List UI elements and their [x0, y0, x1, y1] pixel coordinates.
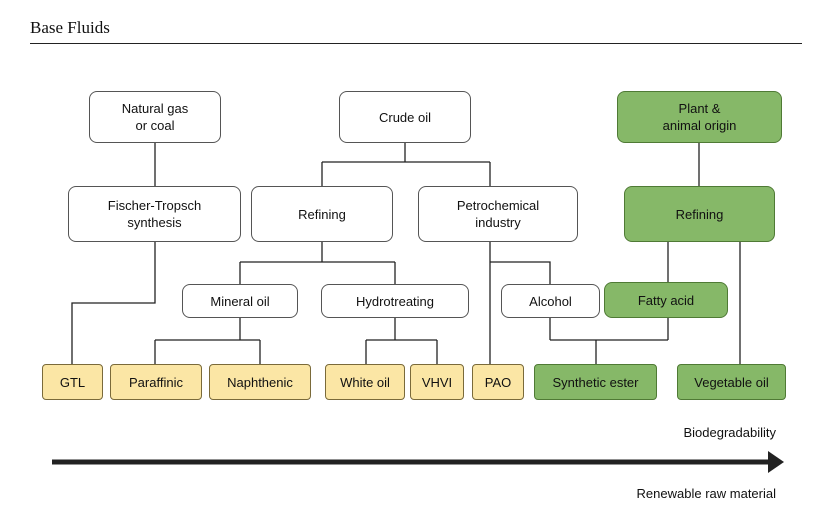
box-refining-crude: Refining: [251, 186, 393, 242]
box-petrochemical-industry: Petrochemical industry: [418, 186, 578, 242]
label-biodegradability: Biodegradability: [683, 425, 776, 440]
box-synthetic-ester: Synthetic ester: [534, 364, 657, 400]
box-pao: PAO: [472, 364, 524, 400]
box-fischer-tropsch: Fischer-Tropsch synthesis: [68, 186, 241, 242]
box-crude-oil: Crude oil: [339, 91, 471, 143]
direction-arrow-head: [768, 451, 784, 473]
box-white-oil: White oil: [325, 364, 405, 400]
label-renewable-raw-material: Renewable raw material: [636, 486, 776, 501]
connector-fischer-gtl: [71, 242, 156, 364]
box-gtl: GTL: [42, 364, 103, 400]
box-hydrotreating: Hydrotreating: [321, 284, 469, 318]
box-plant-animal-origin: Plant & animal origin: [617, 91, 782, 143]
box-alcohol: Alcohol: [501, 284, 600, 318]
box-refining-plant: Refining: [624, 186, 775, 242]
header-rule: [30, 43, 802, 44]
connector-petro-alcohol: [490, 261, 551, 284]
box-natural-gas: Natural gas or coal: [89, 91, 221, 143]
box-fatty-acid: Fatty acid: [604, 282, 728, 318]
box-vhvi: VHVI: [410, 364, 464, 400]
page-header-title: Base Fluids: [30, 18, 110, 37]
box-naphthenic: Naphthenic: [209, 364, 311, 400]
box-vegetable-oil: Vegetable oil: [677, 364, 786, 400]
box-mineral-oil: Mineral oil: [182, 284, 298, 318]
box-paraffinic: Paraffinic: [110, 364, 202, 400]
